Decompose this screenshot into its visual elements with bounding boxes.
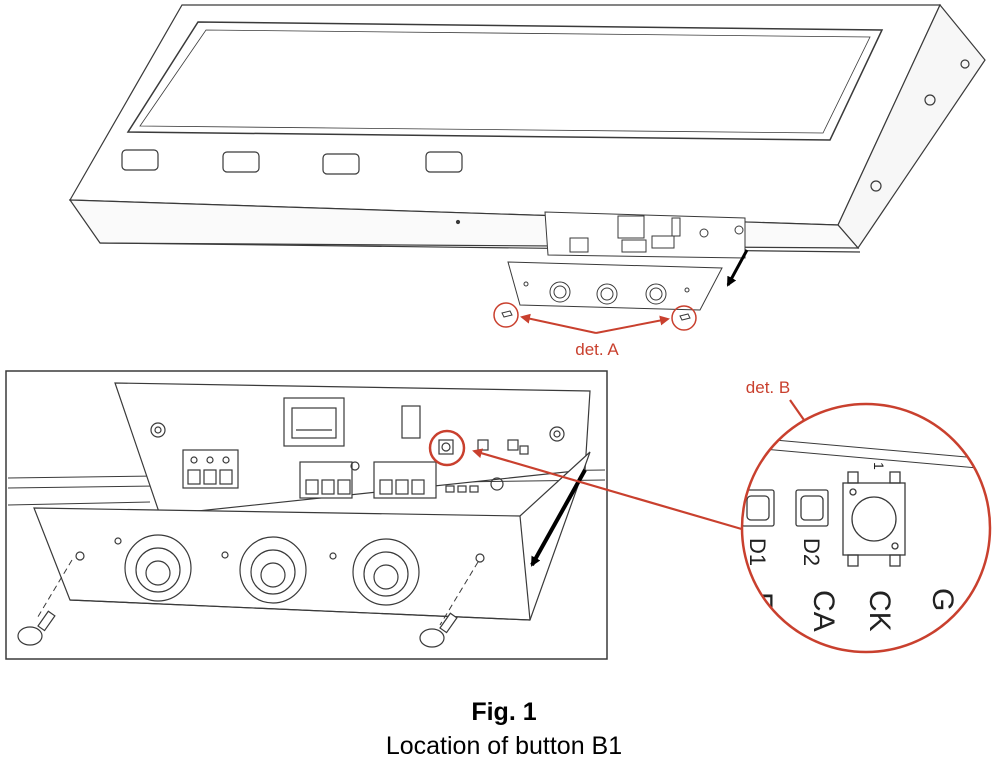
terminal-block-icon — [299, 461, 353, 499]
screw-icon — [150, 422, 166, 438]
push-button-icon — [842, 471, 906, 567]
screw-icon — [549, 426, 565, 442]
display-housing — [68, 3, 986, 253]
pcb-label-ck: CK — [863, 590, 896, 632]
arrow-down-icon — [530, 469, 587, 567]
screw-icon — [924, 94, 936, 106]
gland-bracket — [33, 451, 591, 621]
pcb-label-pin-1: 1 — [871, 462, 887, 470]
figure-subtitle: Location of button B1 — [385, 732, 623, 760]
screw-icon — [17, 610, 56, 646]
det-b-label: det. B — [746, 378, 790, 397]
screw-icon — [870, 180, 882, 192]
det-a-callout: det. A — [493, 302, 697, 359]
detail-a-box — [5, 370, 608, 660]
pcb-label-d2: D2 — [799, 538, 824, 566]
figure-title: Fig. 1 — [471, 698, 537, 726]
pcb-label-ca: CA — [807, 590, 840, 632]
det-b-leader — [472, 448, 746, 532]
terminal-block-icon — [373, 461, 437, 499]
screw-icon — [679, 313, 691, 321]
technical-diagram: det. A — [5, 3, 992, 660]
detail-b: det. B — [740, 378, 992, 654]
front-buttons — [121, 149, 463, 175]
led-icon — [795, 489, 829, 527]
pcb-label-d1: D1 — [745, 538, 770, 566]
push-button-icon — [438, 439, 454, 455]
screw-icon — [419, 612, 458, 648]
screw-icon — [501, 310, 513, 318]
det-a-label: det. A — [575, 340, 619, 359]
cable-gland-icon — [124, 534, 192, 602]
arrow-down-icon — [726, 249, 749, 287]
cable-gland-icon — [239, 536, 307, 604]
button-b1-highlight — [428, 429, 466, 467]
pcb-label-partial-right: G — [926, 588, 959, 611]
pcb-plate — [114, 382, 591, 516]
front-button — [222, 151, 260, 173]
det-b-magnifier — [740, 402, 992, 654]
rj45-connector-icon — [283, 397, 345, 447]
screw-icon — [960, 59, 970, 69]
terminal-block-icon — [182, 449, 239, 489]
front-button — [121, 149, 159, 171]
front-button — [322, 153, 360, 175]
led-icon — [742, 489, 775, 527]
front-button — [425, 151, 463, 173]
cable-gland-icon — [352, 538, 420, 606]
pcb-cutaway-small — [507, 211, 746, 311]
